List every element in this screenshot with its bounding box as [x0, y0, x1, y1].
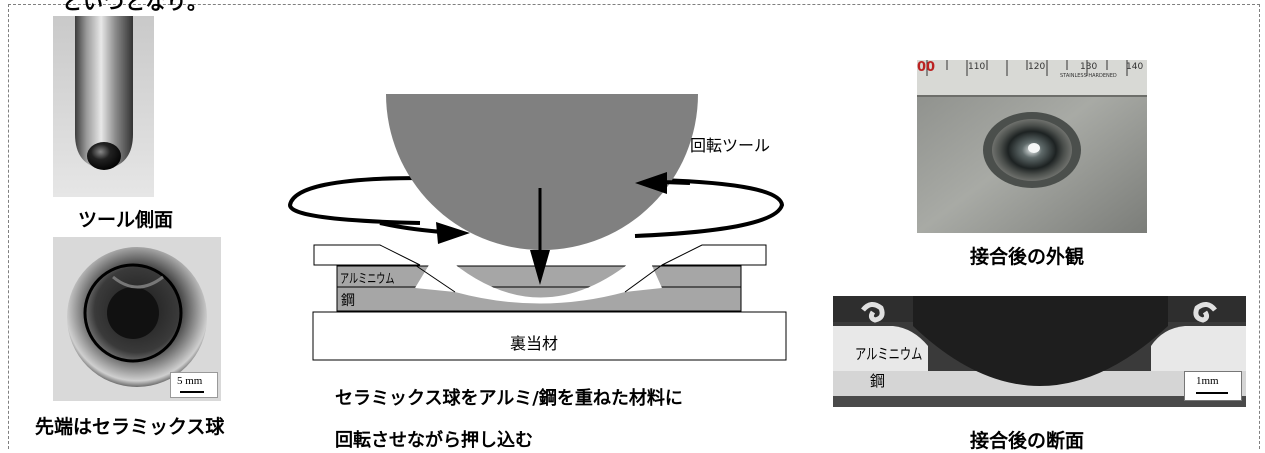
ruler-number-3: 130 [1080, 62, 1098, 72]
tool-side-caption: ツール側面 [78, 209, 174, 231]
ruler-brand: STAINLESS HARDENED [1060, 73, 1117, 79]
aluminum-layer-label: アルミニウム [340, 272, 395, 287]
steel-layer-label: 鋼 [341, 293, 355, 309]
ruler-number-1: 110 [968, 62, 986, 72]
ruler-number-4: 140 [1126, 62, 1144, 72]
tool-side-photo [53, 16, 154, 197]
tool-tip-scale-bar [180, 391, 204, 393]
header-cut-text: といつとなり。 [62, 0, 208, 14]
process-caption-line2: 回転させながら押し込む [335, 430, 533, 451]
process-schematic [270, 80, 810, 375]
ruler-number-2: 120 [1028, 62, 1046, 72]
cs-scale-box [1184, 371, 1242, 401]
cs-aluminum-label: アルミニウム [855, 345, 923, 363]
cs-scale-label: 1mm [1196, 375, 1219, 387]
frame-top-border [8, 4, 1260, 5]
depression [415, 250, 662, 304]
joint-cross-section-caption: 接合後の断面 [970, 430, 1085, 452]
rotation-arrow-back [287, 176, 421, 225]
joint-cross-section-photo [833, 296, 1246, 407]
ruler-number-0: 00 [917, 60, 936, 75]
tool-tip-scale-box [170, 372, 218, 398]
joint-appearance-caption: 接合後の外観 [970, 246, 1085, 268]
rotating-tool-label: 回転ツール [690, 136, 771, 155]
backing-label: 裏当材 [510, 334, 559, 353]
clamp-left [313, 244, 421, 266]
clamp-right [661, 244, 767, 266]
rotating-tool [386, 94, 698, 250]
backing-plate [312, 311, 787, 361]
cs-steel-label: 鋼 [870, 372, 886, 390]
tool-tip-caption: 先端はセラミックス球 [35, 416, 225, 438]
tool-tip-scale-label: 5 mm [177, 375, 203, 387]
rotation-arrow-right-back [634, 178, 785, 238]
cs-scale-bar [1196, 392, 1228, 394]
frame-left-border [8, 4, 9, 449]
joint-appearance-photo [917, 60, 1147, 233]
frame-right-border [1259, 4, 1260, 449]
process-caption-line1: セラミックス球をアルミ/鋼を重ねた材料に [335, 388, 683, 409]
